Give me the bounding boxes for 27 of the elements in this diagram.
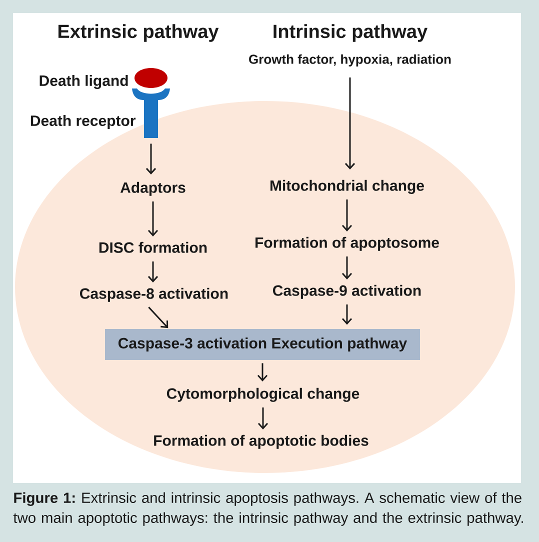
arrow [342,304,352,325]
arrow [146,144,156,175]
caption: Figure 1: Extrinsic and intrinsic apoptosis pathways. A schematic view of the two main apoptotic pathways: the intrinsic pathway and the extrinsic pathway. [13,492,523,526]
arrow [148,306,168,328]
step-label: DISC formation [99,242,207,253]
arrow [148,261,158,283]
step-label: Mitochondrial change [270,180,424,194]
step-label: Caspase-9 activation [273,284,421,299]
step-label: Formation of apoptosome [256,236,439,251]
arrow [342,199,352,232]
step-label: Formation of apoptotic bodies [154,434,368,449]
heading: Extrinsic pathway [58,24,219,42]
step-label: Cytomorphological change [166,388,360,402]
side-label: Death receptor [30,115,136,129]
step-label: Adaptors [120,182,186,196]
arrow [344,77,356,170]
arrow [257,363,268,382]
step-label: Caspase-8 activation [80,288,228,302]
arrow [342,256,352,280]
arrow [148,201,158,237]
side-label: Death ligand [40,75,128,90]
step-label: Growth factor, hypoxia, radiation [249,54,451,66]
process-box: Caspase-3 activation Execution pathway [105,329,420,360]
shaded-ellipse [15,101,515,473]
ligand-oval [134,68,168,88]
heading: Intrinsic pathway [274,24,428,42]
arrow [258,407,268,430]
